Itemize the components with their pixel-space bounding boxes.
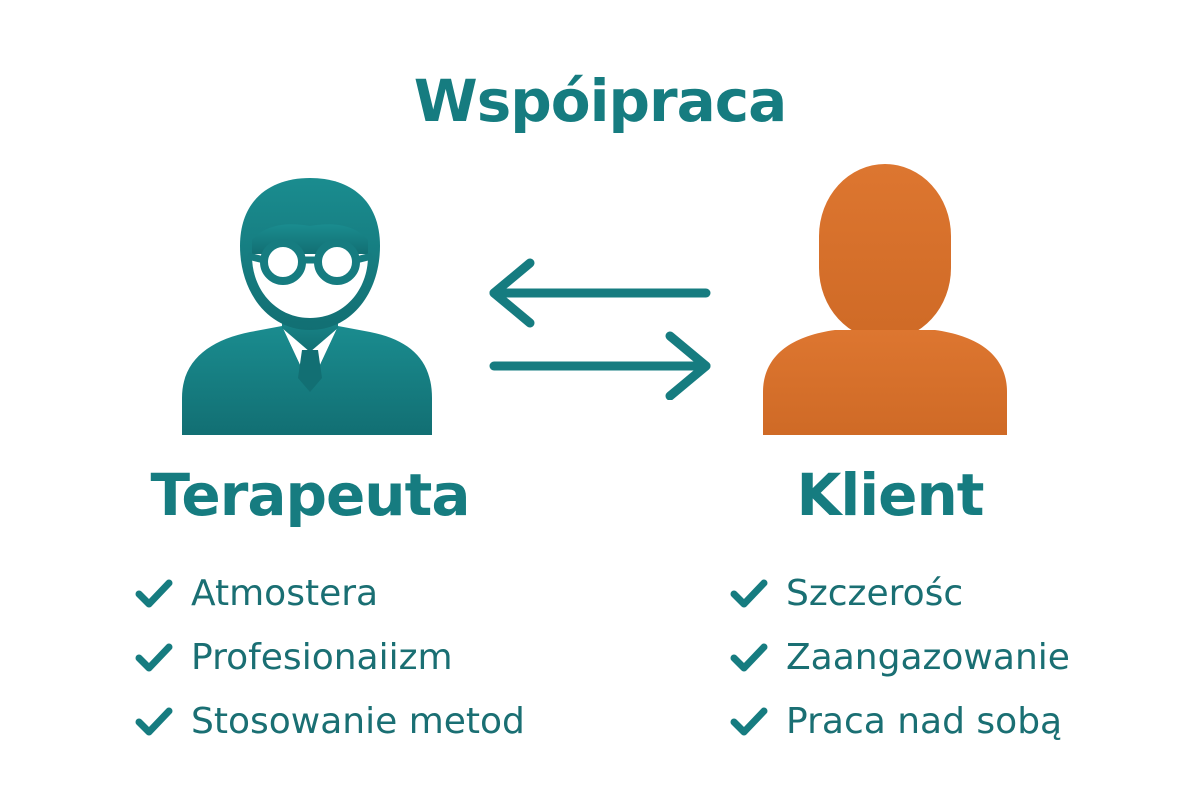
list-item: Zaangazowanie xyxy=(730,626,1070,690)
list-item: Atmostera xyxy=(135,562,525,626)
therapist-label: Terapeuta xyxy=(150,461,471,529)
therapist-qualities-list: Atmostera Profesionaiizm Stosowanie meto… xyxy=(135,562,525,754)
list-item-label: Szczerośc xyxy=(786,573,964,614)
therapist-with-glasses-icon xyxy=(170,160,450,440)
checkmark-icon xyxy=(730,707,768,736)
exchange-arrows xyxy=(480,255,720,401)
list-item-label: Zaangazowanie xyxy=(786,637,1070,678)
client-person-icon xyxy=(755,160,1015,440)
checkmark-icon xyxy=(135,579,173,608)
client-qualities-list: Szczerośc Zaangazowanie Praca nad sobą xyxy=(730,562,1070,754)
list-item-label: Praca nad sobą xyxy=(786,701,1063,742)
list-item-label: Stosowanie metod xyxy=(191,701,525,742)
list-item-label: Atmostera xyxy=(191,573,379,614)
checkmark-icon xyxy=(135,707,173,736)
checkmark-icon xyxy=(730,643,768,672)
diagram-title: Wspóipraca xyxy=(413,67,788,135)
list-item: Szczerośc xyxy=(730,562,1070,626)
list-item-label: Profesionaiizm xyxy=(191,637,453,678)
arrow-right-icon xyxy=(489,331,711,401)
list-item: Praca nad sobą xyxy=(730,690,1070,754)
list-item: Stosowanie metod xyxy=(135,690,525,754)
list-item: Profesionaiizm xyxy=(135,626,525,690)
checkmark-icon xyxy=(730,579,768,608)
arrow-left-icon xyxy=(489,258,711,328)
checkmark-icon xyxy=(135,643,173,672)
client-label: Klient xyxy=(796,461,984,529)
